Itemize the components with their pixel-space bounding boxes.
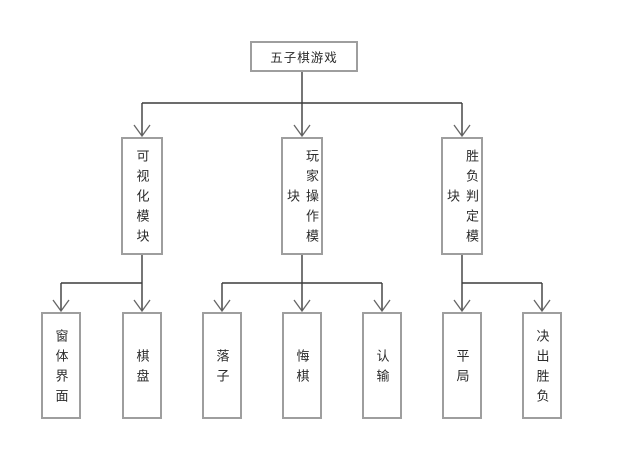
- node-leaf-resign: 认输: [362, 312, 402, 419]
- arrowhead-icon: [133, 124, 151, 138]
- node-label: 棋盘: [134, 348, 150, 389]
- node-label: 认输: [374, 348, 390, 389]
- arrowhead-icon: [453, 299, 471, 313]
- node-module-visualization: 可视化模块: [121, 137, 163, 255]
- arrowhead-icon: [453, 124, 471, 138]
- node-leaf-draw: 平局: [442, 312, 482, 419]
- module3-branch-lines: [461, 255, 543, 311]
- node-root-game: 五子棋游戏: [250, 41, 358, 72]
- node-label: 落子: [214, 348, 230, 389]
- arrowhead-icon: [533, 299, 551, 313]
- arrowhead-icon: [293, 124, 311, 138]
- arrowhead-icon: [133, 299, 151, 313]
- node-label: 可视化模块: [134, 149, 150, 249]
- node-label: 悔棋: [294, 348, 310, 389]
- node-module-player-operation: 玩家操作模块: [281, 137, 323, 255]
- node-label: 平局: [454, 348, 470, 389]
- node-label: 决出胜负: [534, 328, 550, 409]
- node-leaf-place-piece: 落子: [202, 312, 242, 419]
- arrowhead-icon: [213, 299, 231, 313]
- root-branch-lines: [141, 72, 463, 136]
- node-module-win-judgement: 胜负判定模块: [441, 137, 483, 255]
- arrowhead-icon: [373, 299, 391, 313]
- module2-branch-lines: [221, 255, 383, 311]
- node-leaf-decide-winner: 决出胜负: [522, 312, 562, 419]
- node-label: 窗体界面: [53, 328, 69, 409]
- arrowhead-icon: [293, 299, 311, 313]
- node-leaf-board: 棋盘: [122, 312, 162, 419]
- node-label: 五子棋游戏: [270, 51, 338, 65]
- arrowhead-icon: [52, 299, 70, 313]
- node-leaf-undo-move: 悔棋: [282, 312, 322, 419]
- node-label: 胜负判定模块: [445, 149, 479, 249]
- node-leaf-window-interface: 窗体界面: [41, 312, 81, 419]
- module1-branch-lines: [60, 255, 143, 311]
- node-label: 玩家操作模块: [285, 149, 319, 249]
